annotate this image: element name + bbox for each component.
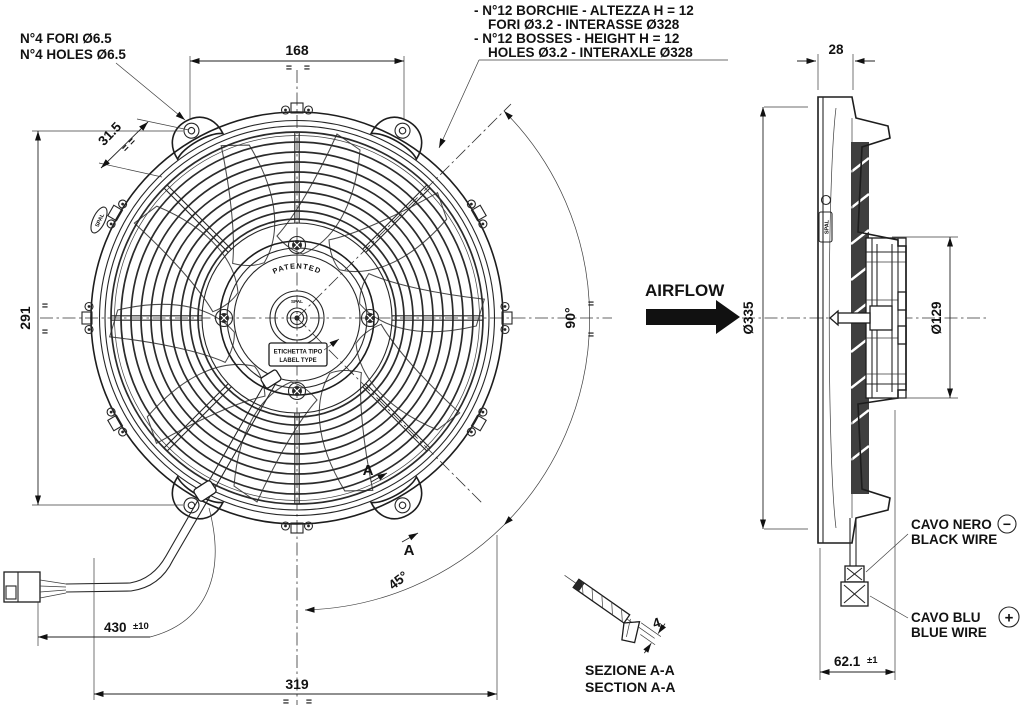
blue-wire-label-en: BLUE WIRE	[911, 625, 987, 640]
blue-wire-label-it: CAVO BLU	[911, 610, 981, 625]
section-cut-line	[296, 317, 483, 504]
dim-430-text: 430	[104, 620, 127, 635]
cable-connector	[3, 571, 67, 603]
bosses-note-leader	[438, 59, 480, 149]
black-wire-leader	[865, 533, 909, 573]
dim-62-1-tolerance: ±1	[867, 655, 878, 666]
eq-mark: = =	[119, 135, 138, 154]
eq-mark: =	[588, 329, 594, 341]
dim-168-text: 168	[285, 42, 309, 58]
dim-430-tolerance: ±10	[133, 621, 149, 632]
side-wire	[840, 518, 869, 607]
section-detail-part: 4	[564, 575, 667, 654]
bosses-note-line1: - N°12 BORCHIE - ALTEZZA H = 12	[474, 3, 694, 18]
dim-291: 291 = =	[17, 130, 183, 506]
bosses-note-line3: - N°12 BOSSES - HEIGHT H = 12	[474, 31, 679, 46]
section-detail: 4 SEZIONE A-A SECTION A-A	[564, 575, 675, 695]
bosses-note-line4: HOLES Ø3.2 - INTERAXLE Ø328	[488, 45, 693, 60]
shroud-inner-rim	[98, 119, 496, 517]
finger-guard-rings	[110, 131, 484, 505]
dim-4-text: 4	[651, 615, 663, 632]
dim-168: 168 = =	[189, 42, 405, 120]
shroud-outer-rim	[90, 111, 504, 525]
dim-28: 28	[797, 42, 875, 90]
plus-polarity-icon	[998, 606, 1020, 628]
dim-335: Ø335	[741, 106, 808, 530]
bosses-note-line2: FORI Ø3.2 - INTERASSE Ø328	[488, 17, 680, 32]
airflow-indicator: AIRFLOW	[645, 281, 740, 334]
eq-mark: =	[283, 696, 289, 708]
section-a-markers: A A	[363, 462, 419, 559]
cable-grommet	[260, 369, 282, 389]
holes-note-leader	[115, 62, 186, 121]
dim-62-1-text: 62.1	[834, 654, 861, 669]
type-label-box	[268, 342, 328, 367]
dim-129: Ø129	[892, 236, 958, 399]
airflow-arrow-icon	[646, 300, 740, 334]
black-wire-label-it: CAVO NERO	[911, 517, 992, 532]
dim-90-text: 90°	[562, 307, 578, 328]
eq-mark: =	[42, 300, 48, 312]
angle-dimensions: 90° = = 45°	[304, 110, 594, 613]
fan-front-view: PATENTED SPAL ETICHETTA TIPO LABEL TYPE …	[3, 42, 612, 708]
side-venturi-curve	[828, 107, 837, 529]
motor-hub: PATENTED SPAL ETICHETTA TIPO LABEL TYPE	[214, 235, 380, 401]
eq-mark: =	[286, 62, 292, 74]
type-label-line2: LABEL TYPE	[279, 358, 316, 364]
fan-side-view: SPAL 28 Ø335	[741, 42, 1020, 680]
wire-labels: CAVO NERO BLACK WIRE − CAVO BLU BLUE WIR…	[865, 514, 1020, 640]
side-brand-sticker: SPAL	[818, 211, 833, 243]
shroud-venturi-edge	[104, 125, 490, 511]
minus-sign: −	[1003, 516, 1011, 532]
holes-note-line1: N°4 FORI Ø6.5	[20, 31, 112, 46]
side-shroud-outline	[817, 96, 907, 544]
dim-62-1: 62.1 ±1	[819, 410, 896, 680]
dim-31-5: 31.5 = =	[95, 118, 190, 178]
type-label-leader	[323, 338, 340, 351]
plus-sign: +	[1005, 610, 1014, 627]
eq-mark: =	[42, 326, 48, 338]
dim-129-text: Ø129	[929, 301, 944, 334]
eq-mark: =	[304, 62, 310, 74]
type-label-line1: ETICHETTA TIPO	[274, 350, 323, 356]
dim-291-text: 291	[17, 306, 33, 330]
dim-430: 430 ±10	[37, 507, 216, 646]
rim-brand-sticker: SPAL	[90, 206, 108, 234]
eq-mark: =	[306, 696, 312, 708]
section-marker-a2: A	[404, 542, 415, 559]
airflow-label: AIRFLOW	[645, 281, 725, 300]
eq-mark: =	[588, 298, 594, 310]
dim-319-text: 319	[285, 676, 309, 692]
drawing-notes: N°4 FORI Ø6.5 N°4 HOLES Ø6.5 - N°12 BORC…	[20, 3, 728, 149]
dim-335-text: Ø335	[741, 301, 756, 335]
side-brand-text: SPAL	[825, 219, 831, 234]
minus-polarity-icon	[997, 514, 1017, 534]
rim-brand-text: SPAL	[95, 212, 107, 228]
power-cable	[3, 369, 282, 603]
black-wire-label-en: BLACK WIRE	[911, 532, 997, 547]
side-logo-dot	[820, 194, 832, 206]
hub-brand-text: SPAL	[291, 299, 303, 304]
holes-note-line2: N°4 HOLES Ø6.5	[20, 47, 126, 62]
section-marker-a1: A	[363, 462, 374, 479]
dim-319: 319 = =	[93, 535, 498, 708]
cable-clamp	[193, 480, 217, 502]
dim-28-text: 28	[828, 42, 844, 57]
side-motor	[829, 237, 907, 399]
section-title-it: SEZIONE A-A	[585, 662, 675, 678]
blue-wire-leader	[869, 595, 909, 619]
section-title-en: SECTION A-A	[585, 679, 675, 695]
diagonal-45-centerline	[296, 103, 512, 319]
